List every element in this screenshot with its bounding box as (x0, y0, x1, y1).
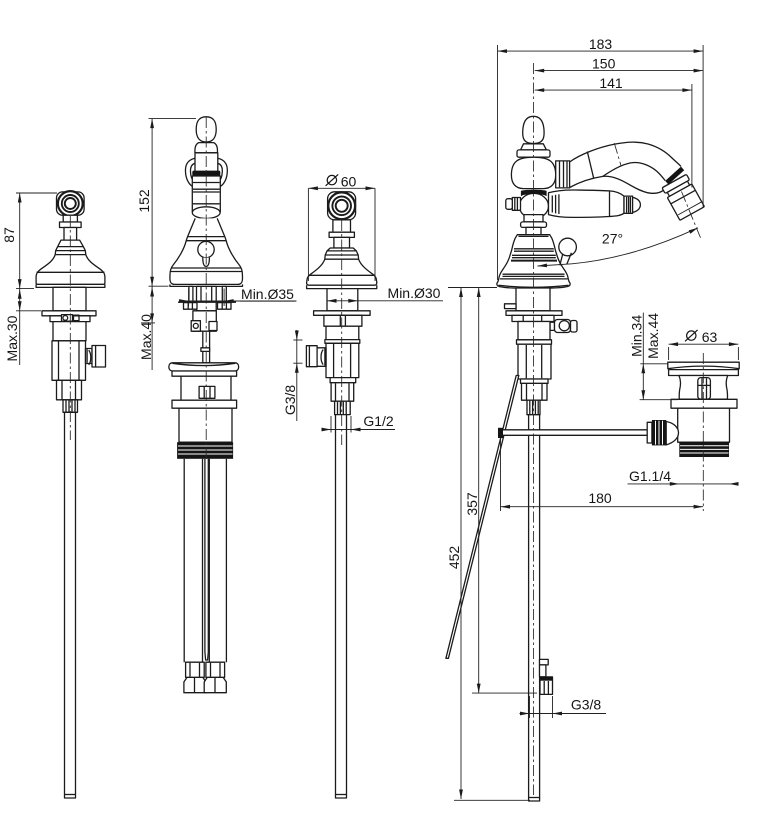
svg-text:180: 180 (588, 490, 612, 506)
svg-text:G3/8: G3/8 (282, 385, 298, 416)
svg-text:G3/8: G3/8 (571, 696, 602, 712)
svg-text:141: 141 (599, 75, 623, 91)
svg-text:Min.Ø30: Min.Ø30 (388, 285, 441, 301)
svg-text:Min.34: Min.34 (629, 315, 645, 357)
svg-text:183: 183 (589, 36, 613, 52)
svg-text:Max.44: Max.44 (645, 313, 661, 359)
svg-text:Min.Ø35: Min.Ø35 (241, 286, 294, 302)
svg-text:357: 357 (464, 492, 480, 516)
svg-text:G1.1/4: G1.1/4 (629, 468, 671, 484)
svg-text:Max.30: Max.30 (4, 315, 20, 361)
svg-text:G1/2: G1/2 (363, 413, 394, 429)
svg-text:152: 152 (136, 189, 152, 213)
svg-text:150: 150 (592, 55, 616, 71)
svg-text:60: 60 (341, 173, 357, 189)
svg-text:27°: 27° (602, 231, 623, 247)
svg-text:Max.40: Max.40 (138, 314, 154, 360)
svg-text:63: 63 (702, 329, 718, 345)
svg-text:452: 452 (446, 546, 462, 570)
svg-text:87: 87 (1, 227, 17, 243)
